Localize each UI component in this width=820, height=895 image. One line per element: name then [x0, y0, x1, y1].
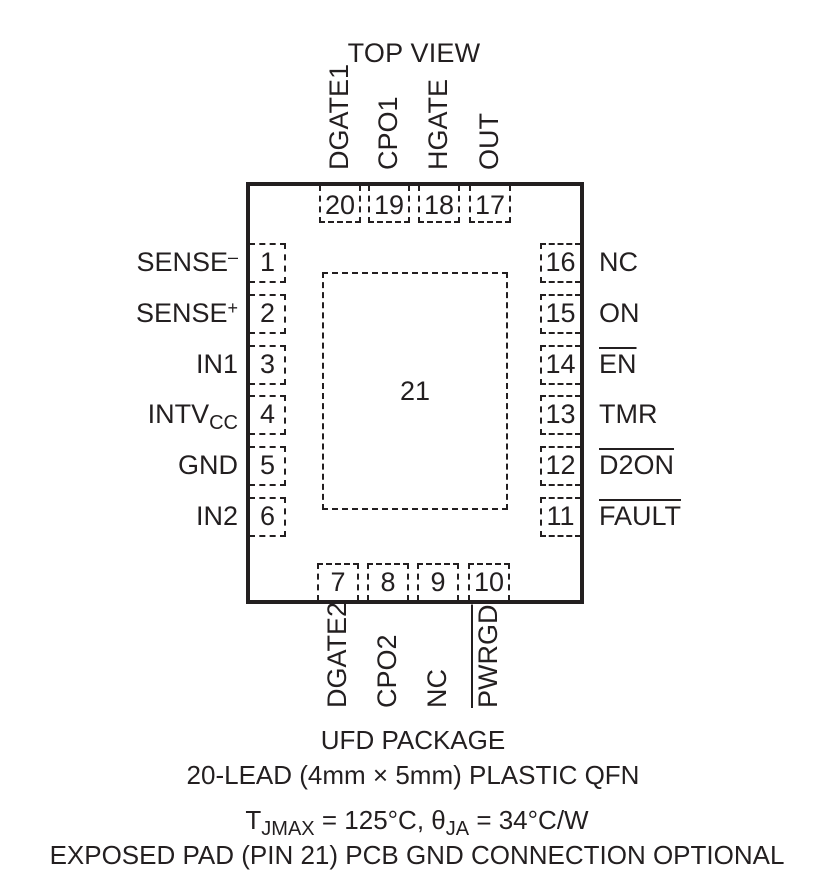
pin-3-pad	[249, 345, 286, 385]
pin-1-label-superscript: –	[227, 247, 238, 267]
pin-2-number: 2	[259, 298, 276, 328]
exposed-pad-number: 21	[399, 376, 431, 406]
pin-17-number: 17	[474, 190, 506, 220]
pin-9-label-text: NC	[422, 669, 452, 708]
pin-17-label: OUT	[474, 113, 504, 170]
pin-14-pad	[540, 345, 581, 385]
tjmax-value: = 125°C,	[314, 805, 432, 835]
pin-13-label-text: TMR	[599, 399, 658, 429]
pin-20-number: 20	[324, 190, 356, 220]
pin-4-pad	[249, 395, 286, 435]
pin-7-pad	[317, 563, 359, 601]
tjmax-subscript: JMAX	[261, 818, 315, 840]
pin-16-label: NC	[599, 249, 638, 276]
pin-8-label: CPO2	[372, 634, 402, 708]
pin-17-label-text: OUT	[474, 113, 504, 170]
pin-14-label-text: EN	[599, 349, 637, 379]
pin-11-number: 11	[546, 501, 575, 531]
exposed-pad-note: EXPOSED PAD (PIN 21) PCB GND CONNECTION …	[49, 840, 785, 870]
pin-6-label-text: IN2	[195, 501, 238, 531]
pin-10-label-text: PWRGD	[473, 604, 503, 709]
pin-19-label: CPO1	[373, 96, 403, 170]
pin-4-label: INTVCC	[147, 399, 238, 434]
pin-20-label-text: DGATE1	[324, 63, 354, 170]
pin-18-pad	[418, 185, 460, 223]
pin-4-number: 4	[259, 399, 276, 429]
pin-7-label-text: DGATE2	[322, 601, 352, 708]
pin-8-number: 8	[380, 567, 396, 597]
pin-6-label: IN2	[196, 503, 238, 530]
pin-18-label-text: HGATE	[423, 78, 453, 170]
view-label: TOP VIEW	[347, 38, 481, 68]
pin-12-number: 12	[545, 450, 576, 480]
pin-2-label-superscript: +	[227, 298, 238, 318]
pin-15-label: ON	[599, 300, 640, 327]
pin-19-label-text: CPO1	[373, 96, 403, 170]
pin-1-number: 1	[259, 247, 276, 277]
pin-16-number: 16	[545, 247, 576, 277]
pin-2-pad	[249, 294, 286, 334]
pin-19-pad	[368, 185, 410, 223]
pin-10-label: PWRGD	[473, 604, 503, 709]
pin-13-pad	[540, 395, 581, 435]
pin-3-number: 3	[259, 349, 276, 379]
pin-10-number: 10	[473, 567, 505, 597]
pin-4-label-text: INTV	[147, 399, 210, 429]
pin-1-pad	[249, 243, 286, 283]
theta-subscript: JA	[445, 818, 470, 840]
pin-2-label: SENSE+	[135, 298, 238, 328]
pin-1-label-text: SENSE	[136, 247, 228, 277]
pin-10-pad	[468, 563, 510, 601]
pin-3-label: IN1	[196, 351, 238, 378]
pin-18-number: 18	[423, 190, 455, 220]
pin-5-number: 5	[259, 450, 276, 480]
pin-5-label-text: GND	[178, 450, 238, 480]
pin-8-pad	[367, 563, 409, 601]
pin-20-pad	[319, 185, 361, 223]
pin-15-pad	[540, 294, 581, 334]
package-name: UFD PACKAGE	[320, 725, 506, 755]
pin-6-pad	[249, 497, 286, 537]
pin-14-number: 14	[545, 349, 576, 379]
pin-9-number: 9	[430, 567, 446, 597]
pin-1-label: SENSE–	[136, 247, 238, 277]
pin-20-label: DGATE1	[324, 63, 354, 170]
pin-8-label-text: CPO2	[372, 634, 402, 708]
exposed-pad	[322, 272, 508, 510]
pin-2-label-text: SENSE	[135, 298, 228, 328]
thermal-spec: TJMAX = 125°C, θJA = 34°C/W	[245, 805, 589, 839]
pin-12-label-text: D2ON	[599, 450, 675, 480]
pin-9-label: NC	[422, 669, 452, 708]
pin-19-number: 19	[373, 190, 405, 220]
pin-14-label: EN	[599, 351, 637, 378]
pin-18-label: HGATE	[423, 78, 453, 170]
pin-5-pad	[249, 446, 286, 486]
theta-symbol: θ	[431, 805, 446, 835]
package-outline	[246, 182, 584, 604]
pin-16-pad	[540, 243, 581, 283]
pin-13-label: TMR	[599, 401, 657, 428]
pin-16-label-text: NC	[599, 247, 638, 277]
pin-17-pad	[469, 185, 511, 223]
pin-9-pad	[417, 563, 459, 601]
pin-3-label-text: IN1	[195, 349, 238, 379]
pin-5-label: GND	[178, 452, 238, 479]
pin-11-label: FAULT	[599, 503, 681, 530]
pin-11-label-text: FAULT	[599, 501, 682, 531]
pin-15-label-text: ON	[599, 298, 640, 328]
pin-15-number: 15	[545, 298, 576, 328]
pin-7-number: 7	[330, 567, 346, 597]
pin-6-number: 6	[259, 501, 276, 531]
theta-value: = 34°C/W	[469, 805, 589, 835]
pin-12-label: D2ON	[599, 452, 674, 479]
pin-7-label: DGATE2	[322, 601, 352, 708]
tjmax-symbol: T	[245, 805, 262, 835]
pin-11-pad	[540, 497, 581, 537]
pin-13-number: 13	[545, 399, 576, 429]
package-description: 20-LEAD (4mm × 5mm) PLASTIC QFN	[186, 760, 640, 790]
pin-12-pad	[540, 446, 581, 486]
pin-4-label-subscript: CC	[209, 412, 238, 434]
